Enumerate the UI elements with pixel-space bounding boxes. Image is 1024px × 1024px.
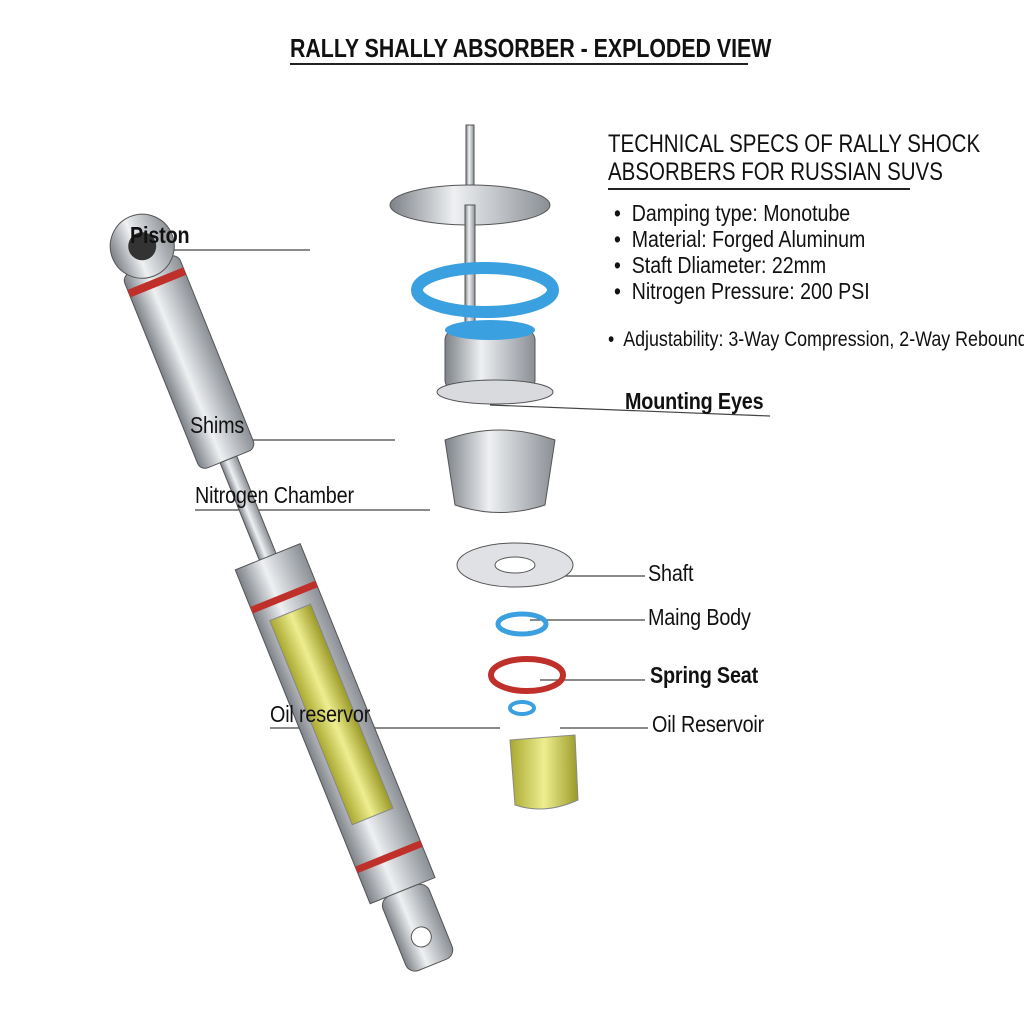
spec-item: • Adjustability: 3-Way Compression, 2-Wa… <box>608 328 1024 352</box>
label-spring-seat: Spring Seat <box>650 662 759 688</box>
label-shims: Shims <box>190 412 245 438</box>
spec-item: • Nitrogen Pressure: 200 PSI <box>614 278 870 305</box>
bullet: • <box>614 226 621 252</box>
spec-text: Damping type: Monotube <box>631 200 851 226</box>
bullet: • <box>614 200 621 226</box>
label-main-body: Maing Body <box>648 604 751 630</box>
spec-text: Material: Forged Aluminum <box>631 226 866 252</box>
specs-underline <box>608 188 910 190</box>
spec-text: Staft Dliameter: 22mm <box>631 252 827 278</box>
bullet: • <box>608 328 615 351</box>
spec-text: Nitrogen Pressure: 200 PSI <box>631 278 870 304</box>
spec-text: Adjustability: 3-Way Compression, 2-Way … <box>623 328 1024 351</box>
shock-body <box>109 213 454 972</box>
label-piston: Piston <box>130 222 190 248</box>
bullet: • <box>614 278 621 304</box>
specs-heading: TECHNICAL SPECS OF RALLY SHOCK ABSORBERS… <box>608 130 980 186</box>
specs-panel: TECHNICAL SPECS OF RALLY SHOCK ABSORBERS… <box>608 130 1024 351</box>
label-shaft: Shaft <box>648 560 694 586</box>
label-oil-reservoir-right: Oil Reservoir <box>652 711 765 737</box>
spec-item: • Damping type: Monotube <box>614 200 850 227</box>
specs-heading-line1: TECHNICAL SPECS OF RALLY SHOCK <box>608 130 981 158</box>
spec-item: • Staft Dliameter: 22mm <box>614 252 826 279</box>
diagram-title: RALLY SHALLY ABSORBER - EXPLODED VIEW <box>290 33 772 63</box>
title-underline <box>290 63 748 65</box>
bullet: • <box>614 252 621 278</box>
label-mounting-eyes: Mounting Eyes <box>625 388 764 414</box>
exploded-parts <box>389 124 579 810</box>
label-nitrogen-chamber: Nitrogen Chamber <box>195 482 354 508</box>
spec-item: • Material: Forged Aluminum <box>614 226 865 253</box>
specs-heading-line2: ABSORBERS FOR RUSSIAN SUVS <box>608 158 943 186</box>
leader-mounting <box>489 404 771 417</box>
label-oil-reservoir-left: Oil reservor <box>270 701 371 727</box>
